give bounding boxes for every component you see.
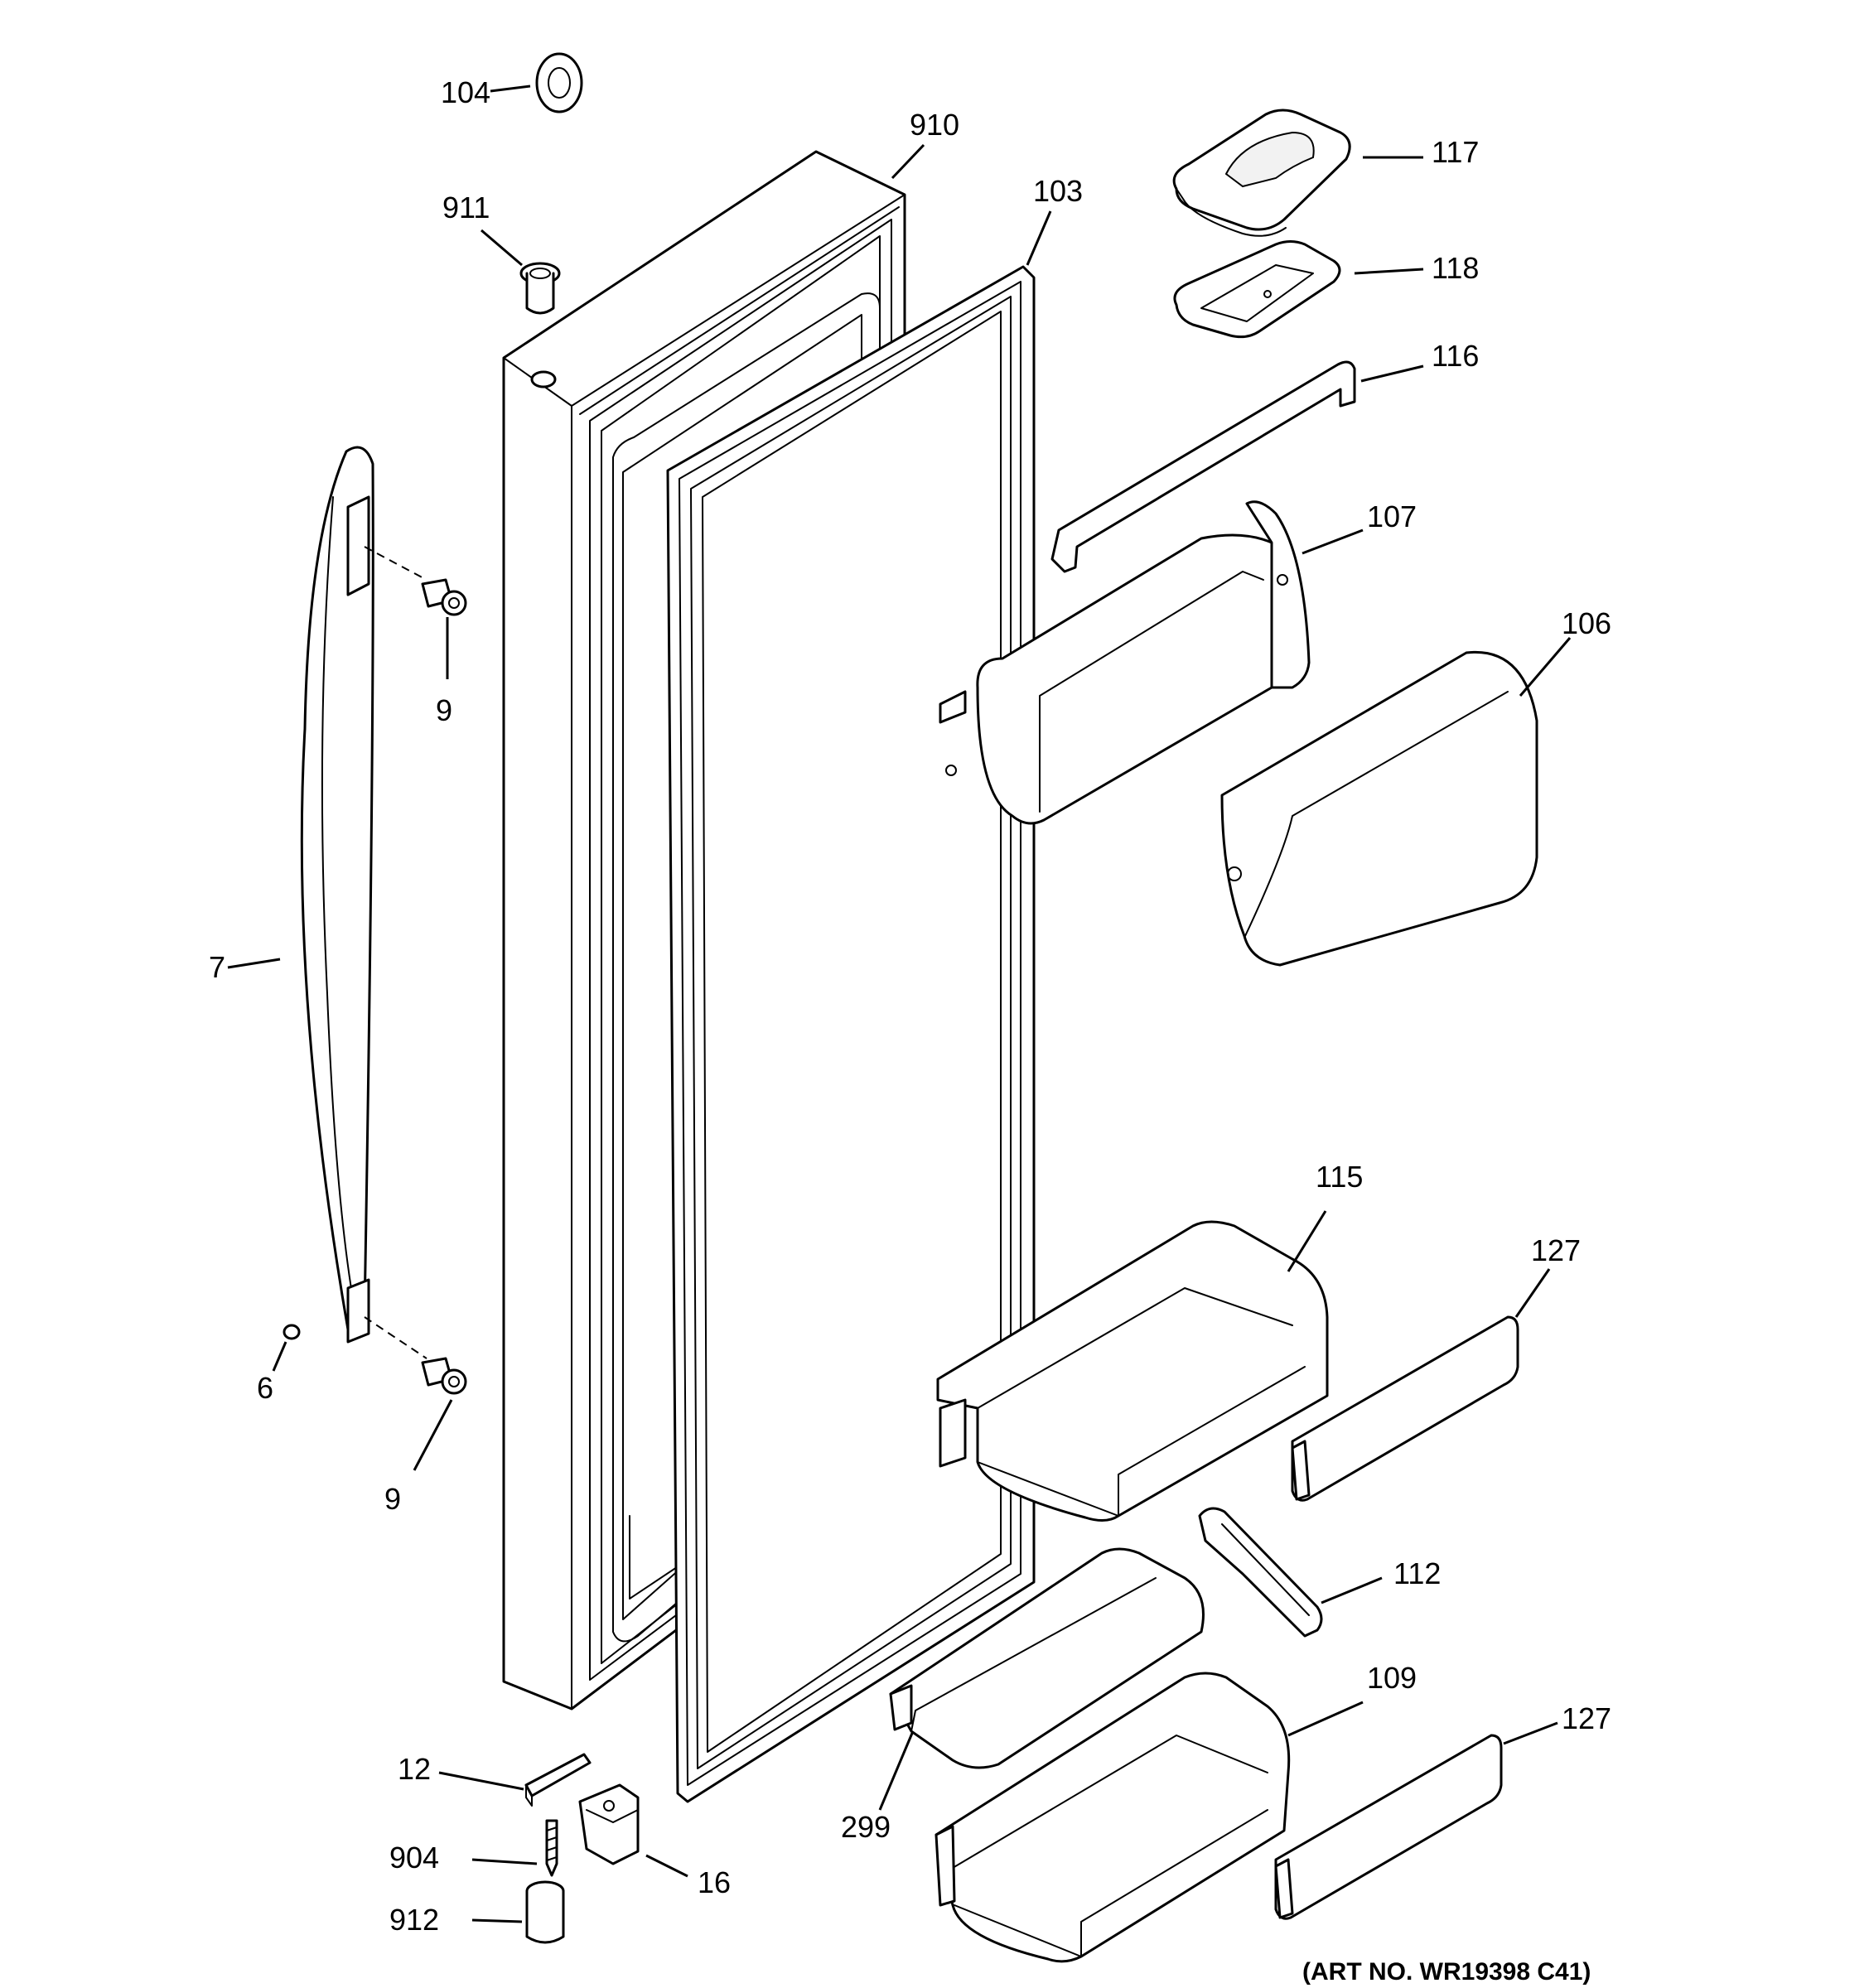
part-127-bin-front-upper <box>1291 1315 1519 1502</box>
callout-106: 106 <box>1562 606 1611 640</box>
callout-9-upper: 9 <box>436 693 452 727</box>
part-127-bin-front-lower <box>1274 1734 1503 1920</box>
callout-117: 117 <box>1432 135 1479 169</box>
callout-127-lower: 127 <box>1562 1701 1611 1735</box>
part-103-gasket <box>666 265 1036 1803</box>
leader-lines <box>227 84 1572 1923</box>
callout-115: 115 <box>1316 1160 1363 1194</box>
part-118-tray <box>1173 240 1341 339</box>
part-109-bin <box>934 1672 1291 1963</box>
callout-104: 104 <box>441 75 490 109</box>
callout-109: 109 <box>1367 1661 1417 1695</box>
part-116-trim <box>1050 360 1356 573</box>
part-9-screw-upper <box>421 578 467 616</box>
callout-107: 107 <box>1367 499 1417 533</box>
callout-12: 12 <box>398 1752 431 1786</box>
callout-911: 911 <box>442 191 490 224</box>
part-9-screw-lower <box>421 1357 467 1395</box>
part-107-bin <box>939 500 1311 825</box>
callout-904: 904 <box>389 1841 439 1875</box>
callout-112: 112 <box>1393 1556 1441 1590</box>
callout-299: 299 <box>841 1810 891 1844</box>
part-7-handle <box>300 446 427 1359</box>
callout-9-lower: 9 <box>384 1482 401 1516</box>
part-115-bin <box>936 1220 1329 1522</box>
callout-16: 16 <box>698 1865 731 1899</box>
callout-127-upper: 127 <box>1531 1233 1581 1267</box>
callout-103: 103 <box>1033 174 1083 208</box>
part-117-lid <box>1172 109 1351 237</box>
callout-7: 7 <box>209 950 225 984</box>
part-912-pin <box>525 1880 565 1944</box>
callout-118: 118 <box>1432 251 1479 285</box>
callout-6: 6 <box>257 1371 273 1405</box>
part-106-bin-front <box>1220 650 1538 967</box>
part-16-bracket <box>578 1783 640 1865</box>
part-904-screw <box>545 1819 558 1877</box>
part-6-setscrew <box>283 1324 301 1340</box>
part-299-bin <box>889 1547 1205 1769</box>
callout-912: 912 <box>389 1903 439 1937</box>
part-112-endcap <box>1198 1507 1323 1638</box>
part-104-ring <box>535 52 583 113</box>
art-number: (ART NO. WR19398 C41) <box>1302 1958 1591 1986</box>
callout-116: 116 <box>1432 339 1479 373</box>
part-911-bushing <box>519 262 561 315</box>
callout-910: 910 <box>910 108 959 142</box>
part-12-hinge <box>524 1753 592 1807</box>
